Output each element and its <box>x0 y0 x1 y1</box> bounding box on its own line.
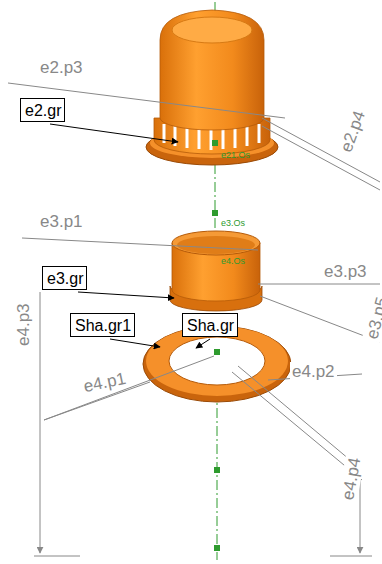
callout-box: e3.gr <box>42 266 87 290</box>
callout-box: Sha.gr1 <box>70 313 135 337</box>
origin-label: e21.Os <box>221 150 250 160</box>
dimension-label: e4.p3 <box>14 301 33 348</box>
dimension-label: e2.p3 <box>38 58 85 77</box>
dimension-label: e3.p3 <box>322 262 369 281</box>
dimension-label: e4.p2 <box>290 362 337 381</box>
callout-text: e3.gr <box>47 270 82 288</box>
callout-text: e2.gr <box>25 102 60 120</box>
callout-box: Sha.gr <box>182 313 238 337</box>
dimension-line <box>8 83 380 556</box>
dimension-label: e3.p1 <box>38 212 85 231</box>
origin-label: e3.Os <box>221 218 245 228</box>
washer-part <box>143 326 291 402</box>
origin-label: e4.Os <box>221 256 245 266</box>
sleeve-part <box>170 231 262 311</box>
callout-text: Sha.gr <box>187 317 233 335</box>
dimension-label: e2.p4 <box>336 106 370 156</box>
dimension-label: e3.p5 <box>362 293 382 343</box>
cap-part <box>146 10 278 165</box>
callout-box: e2.gr <box>20 98 65 122</box>
origin-marker <box>212 140 220 551</box>
callout-text: Sha.gr1 <box>75 317 130 335</box>
dimension-label: e4.p4 <box>338 454 365 503</box>
